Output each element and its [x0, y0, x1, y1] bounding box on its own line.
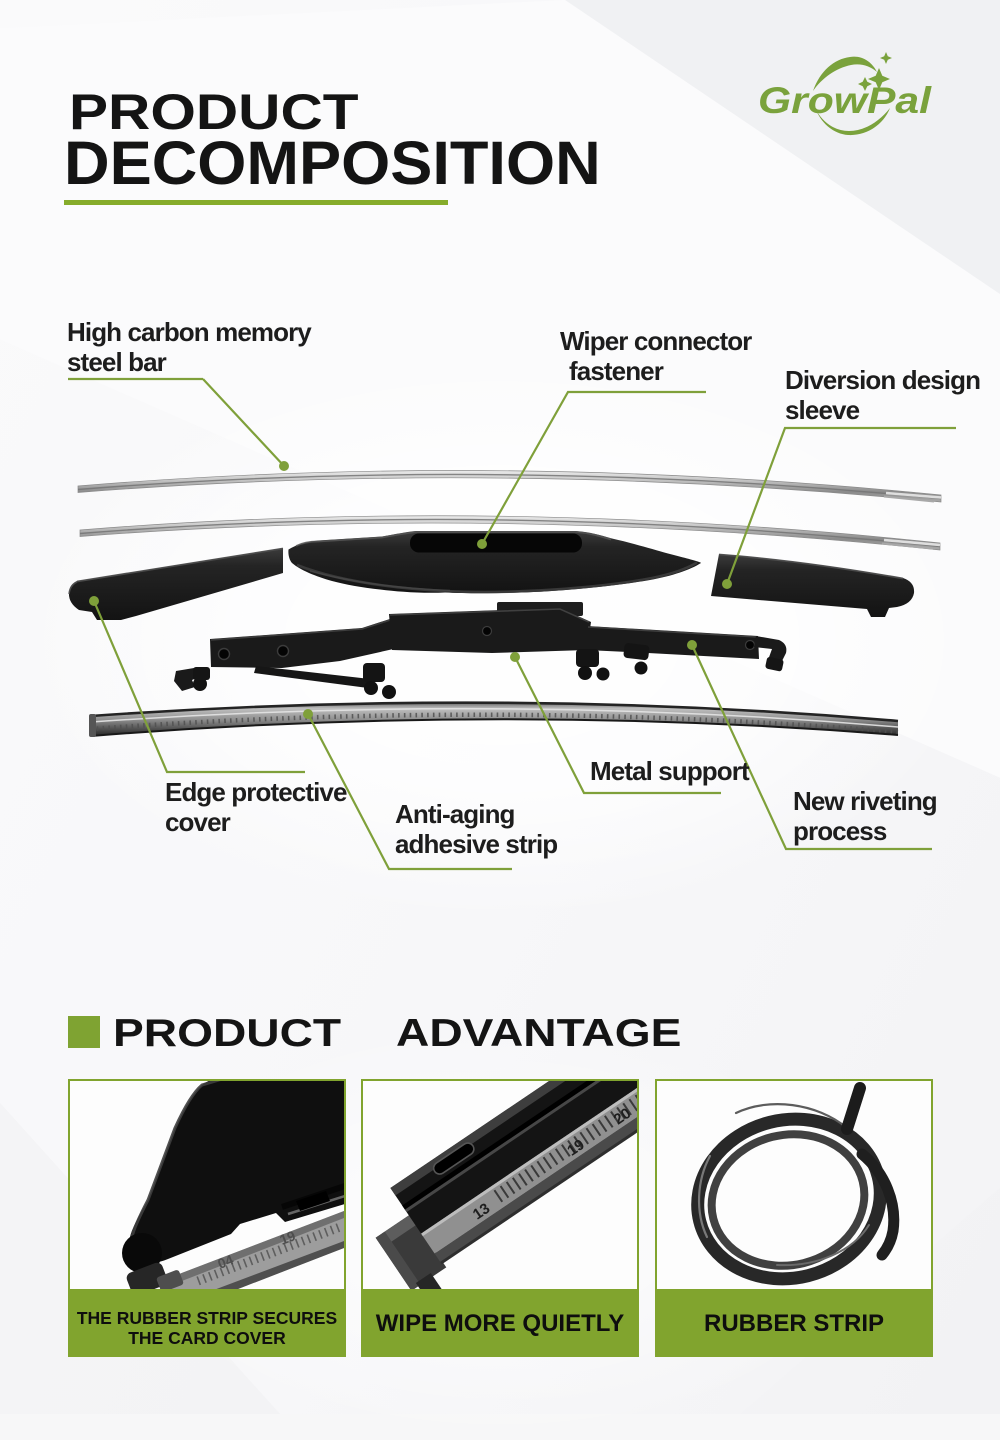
leader-dots	[89, 461, 732, 719]
logo-text: GrowPal	[758, 80, 932, 121]
part-metal-support	[174, 602, 787, 699]
label-connector-fastener: Wiper connector fastener	[560, 326, 752, 386]
card2-photo-strip-profile: 13 19 20	[363, 1081, 637, 1289]
card1-marking-04: 04	[215, 1251, 235, 1272]
wiper-exploded-diagram	[68, 377, 956, 871]
part-rubber-strip	[89, 701, 899, 737]
label-diversion-sleeve: Diversion design sleeve	[785, 365, 981, 425]
title-underline	[64, 200, 448, 205]
page-title-line2: DECOMPOSITION	[64, 129, 601, 197]
advantage-card-wipe-quietly: 13 19 20 WIPE MORE QUIETLY	[361, 1079, 639, 1357]
card3-coil	[691, 1082, 900, 1286]
card3-caption: RUBBER STRIP	[703, 1309, 884, 1337]
label-edge-cover: Edge protective cover	[165, 777, 347, 837]
advantage-title: PRODUCT ADVANTAGE	[113, 1012, 682, 1055]
card1-caption: THE RUBBER STRIP SECURES THE CARD COVER	[76, 1308, 338, 1348]
card2-caption: WIPE MORE QUIETLY	[375, 1309, 625, 1337]
advantage-card-rubber-secures: 04 19 THE RUBBER STRIP SECURES THE CARD …	[68, 1079, 346, 1357]
card3-photo-rubber-coil	[657, 1081, 931, 1289]
part-sleeve-right	[711, 553, 915, 617]
logo-sparkles-icon	[858, 52, 892, 91]
label-steel-bar: High carbon memory steel bar	[67, 317, 312, 377]
logo-swoosh-icon	[813, 56, 890, 136]
part-steel-bar-bottom	[79, 515, 941, 551]
label-adhesive-strip: Anti-aging adhesive strip	[395, 799, 558, 859]
green-square-bullet	[68, 1016, 100, 1048]
part-connector-cover	[288, 531, 701, 594]
card2-marking-19: 19	[564, 1136, 587, 1159]
card1-photo-wiper-end-cap: 04 19	[70, 1081, 344, 1289]
card2-marking-20: 20	[611, 1105, 634, 1128]
label-metal-support: Metal support	[590, 756, 750, 786]
card1-black-arm	[122, 1081, 344, 1289]
part-steel-bar-top	[77, 470, 942, 503]
card2-strip-profile: 13 19 20	[375, 1081, 637, 1289]
card1-marking-19: 19	[277, 1227, 297, 1248]
brand-logo: GrowPal	[735, 40, 965, 160]
card2-marking-13: 13	[470, 1200, 493, 1223]
advantage-card-rubber-strip: RUBBER STRIP	[655, 1079, 933, 1357]
part-sleeve-left	[68, 547, 284, 620]
leader-lines	[68, 377, 956, 871]
page-title-line1: PRODUCT	[69, 84, 359, 140]
card1-ruler-strip: 04 19	[166, 1211, 344, 1289]
label-riveting: New riveting process	[793, 786, 938, 846]
